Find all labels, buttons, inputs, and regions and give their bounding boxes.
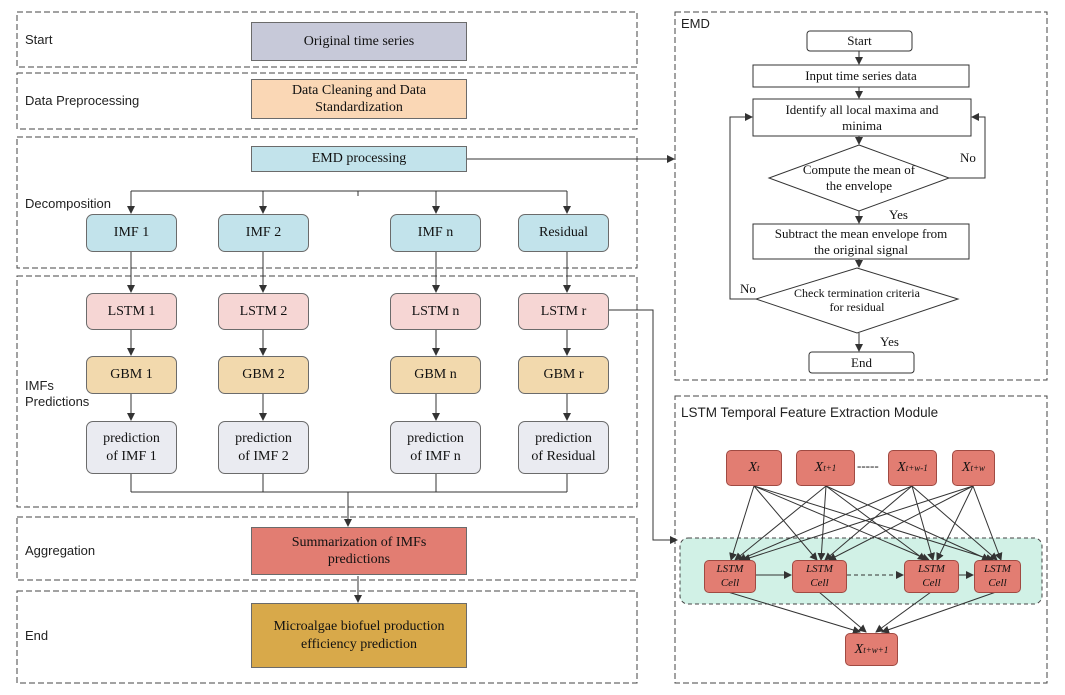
- imf-n-box: IMF n: [390, 214, 481, 252]
- summarization-box: Summarization of IMFs predictions: [251, 527, 467, 575]
- emd-processing-box: EMD processing: [251, 146, 467, 172]
- lstm-1-box: LSTM 1: [86, 293, 177, 330]
- emd-check-no-label: No: [740, 281, 756, 296]
- emd-check-label: Check termination criteria for residual: [794, 285, 920, 314]
- emd-subtract-node: [752, 223, 970, 260]
- emd-identify-label: Identify all local maxima and minima: [785, 101, 939, 133]
- input-ellipsis: -----: [857, 458, 879, 473]
- prediction-residual-box: prediction of Residual: [518, 421, 609, 474]
- emd-input-label: Input time series data: [805, 68, 917, 84]
- stage-frame-decomposition: [16, 136, 638, 269]
- lstm-cell-3: LSTM Cell: [904, 560, 959, 593]
- emd-end-node: [808, 351, 915, 374]
- stage-frame-end: [16, 590, 638, 684]
- emd-start-label: Start: [847, 33, 872, 49]
- stage-label-preprocessing: Data Preprocessing: [25, 93, 140, 108]
- stage-label-start: Start: [25, 32, 53, 47]
- residual-box: Residual: [518, 214, 609, 252]
- final-prediction-box: Microalgae biofuel production efficiency…: [251, 603, 467, 668]
- lstm-cell-1: LSTM Cell: [704, 560, 756, 593]
- emd-mean-yes-label: Yes: [889, 207, 908, 222]
- gbm-r-box: GBM r: [518, 356, 609, 394]
- stage-label-decomposition: Decomposition: [25, 196, 111, 211]
- emd-mean-no-label: No: [960, 150, 976, 165]
- stage-frame-start: [16, 11, 638, 68]
- stage-label-end: End: [25, 628, 49, 643]
- emd-mean-label: Compute the mean of the envelope: [802, 162, 916, 193]
- emd-check-decision: [754, 267, 960, 334]
- original-series-box: Original time series: [251, 22, 467, 61]
- stage-label-aggregation: Aggregation: [25, 543, 96, 558]
- stage-frame-aggregation: [16, 516, 638, 581]
- lstm-cell-2: LSTM Cell: [792, 560, 847, 593]
- emd-panel-frame: [674, 11, 1048, 381]
- emd-panel-title: EMD: [681, 16, 710, 31]
- lstm-2-box: LSTM 2: [218, 293, 309, 330]
- stage-frame-predictions: [16, 275, 638, 508]
- lstm-cell-4: LSTM Cell: [974, 560, 1021, 593]
- prediction-imf-1-box: prediction of IMF 1: [86, 421, 177, 474]
- data-cleaning-box: Data Cleaning and Data Standardization: [251, 79, 467, 119]
- emd-subtract-label: Subtract the mean envelope from the orig…: [774, 225, 948, 257]
- emd-check-yes-label: Yes: [880, 334, 899, 349]
- imf-1-box: IMF 1: [86, 214, 177, 252]
- lstm-n-box: LSTM n: [390, 293, 481, 330]
- emd-input-node: [752, 64, 970, 88]
- prediction-imf-2-box: prediction of IMF 2: [218, 421, 309, 474]
- stage-label-predictions: IMFs Predictions: [25, 378, 90, 410]
- prediction-imf-n-box: prediction of IMF n: [390, 421, 481, 474]
- imf-2-box: IMF 2: [218, 214, 309, 252]
- lstm-r-box: LSTM r: [518, 293, 609, 330]
- gbm-2-box: GBM 2: [218, 356, 309, 394]
- gbm-n-box: GBM n: [390, 356, 481, 394]
- lstm-panel-title: LSTM Temporal Feature Extraction Module: [681, 405, 939, 420]
- emd-end-label: End: [851, 354, 872, 370]
- stage-frame-preprocessing: [16, 72, 638, 130]
- gbm-1-box: GBM 1: [86, 356, 177, 394]
